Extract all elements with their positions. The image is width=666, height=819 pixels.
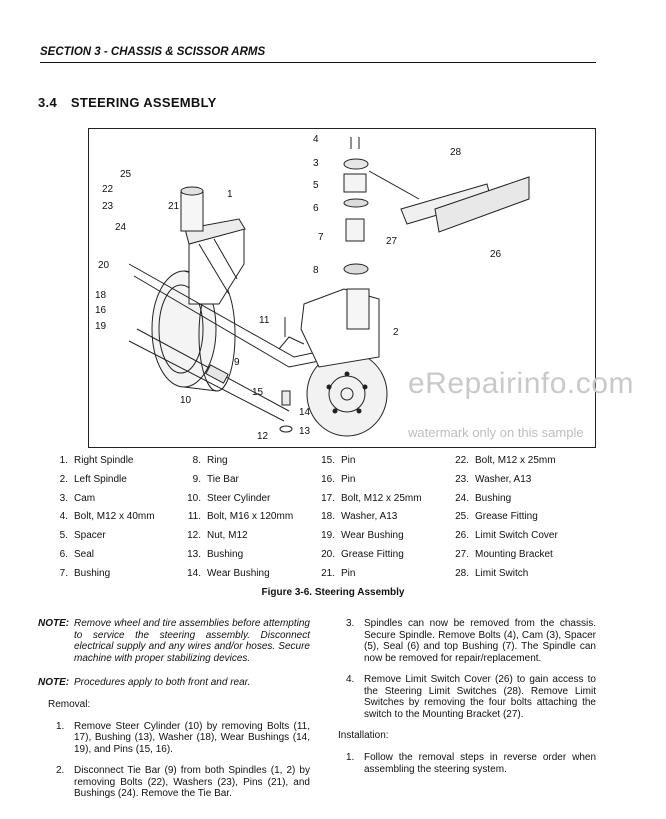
legend-item: 16.Pin — [321, 473, 356, 485]
left-column: NOTE: Remove wheel and tire assemblies b… — [38, 618, 310, 800]
removal-step-4: 4. Remove Limit Switch Cover (26) to gai… — [346, 674, 596, 720]
callout-23: 23 — [102, 201, 114, 212]
callout-5: 5 — [313, 180, 319, 191]
legend-item: 19.Wear Bushing — [321, 530, 404, 542]
removal-step-1: 1. Remove Steer Cylinder (10) by removin… — [56, 720, 310, 755]
callout-11: 11 — [259, 315, 270, 326]
legend-item: 8.Ring — [192, 455, 228, 466]
legend-item: 27.Mounting Bracket — [455, 548, 553, 560]
removal-label: Removal: — [48, 698, 91, 710]
legend-item: 5.Spacer — [59, 530, 106, 542]
callout-16: 16 — [95, 305, 107, 316]
callout-20: 20 — [98, 260, 110, 271]
callout-28: 28 — [450, 147, 462, 158]
callout-13: 13 — [299, 426, 311, 437]
figure-caption: Figure 3-6. Steering Assembly — [261, 587, 405, 598]
legend-item: 9.Tie Bar — [192, 473, 239, 485]
legend-column-3: 15.Pin 16.Pin 17.Bolt, M12 x 25mm 18.Was… — [321, 452, 422, 584]
legend-item: 25.Grease Fitting — [455, 511, 538, 523]
legend-column-2: 8.Ring 9.Tie Bar 10.Steer Cylinder 11.Bo… — [187, 452, 293, 584]
watermark: eRepairinfo.com — [408, 367, 634, 400]
callout-9: 9 — [234, 357, 240, 368]
parts-legend: 1.Right Spindle 2.Left Spindle 3.Cam 4.B… — [54, 452, 614, 580]
callout-26: 26 — [490, 249, 502, 260]
callout-7: 7 — [318, 232, 324, 243]
legend-item: 2.Left Spindle — [59, 473, 127, 485]
callout-1: 1 — [227, 189, 233, 200]
callout-8: 8 — [313, 265, 319, 276]
callout-27: 27 — [386, 236, 398, 247]
right-column: 3. Spindles can now be removed from the … — [338, 618, 596, 775]
legend-item: 26.Limit Switch Cover — [455, 530, 558, 542]
legend-item: 4.Bolt, M12 x 40mm — [59, 511, 155, 523]
installation-step-1: 1. Follow the removal steps in reverse o… — [346, 752, 596, 775]
installation-label: Installation: — [338, 730, 389, 741]
callout-19: 19 — [95, 321, 107, 332]
legend-item: 15.Pin — [321, 455, 356, 466]
heading-title: STEERING ASSEMBLY — [70, 95, 217, 110]
legend-item: 21.Pin — [321, 567, 356, 579]
note-remove-wheels: NOTE: Remove wheel and tire assemblies b… — [38, 618, 310, 664]
legend-column-4: 22.Bolt, M12 x 25mm 23.Washer, A13 24.Bu… — [455, 452, 558, 584]
callout-6: 6 — [313, 203, 319, 214]
legend-item: 3.Cam — [59, 492, 96, 504]
legend-item: 24.Bushing — [455, 492, 512, 504]
callout-14: 14 — [299, 407, 311, 418]
legend-item: 22.Bolt, M12 x 25mm — [455, 455, 556, 466]
removal-step-2: 2. Disconnect Tie Bar (9) from both Spin… — [56, 765, 310, 799]
legend-item: 12.Nut, M12 — [187, 530, 248, 542]
steering-assembly-figure: 4 3 5 6 7 8 28 27 26 1 2 25 22 23 21 24 … — [88, 128, 596, 448]
callout-12: 12 — [257, 431, 269, 442]
legend-item: 11.Bolt, M16 x 120mm — [187, 511, 294, 523]
note-both-ends: NOTE: Procedures apply to both front and… — [38, 677, 251, 688]
callout-21: 21 — [168, 201, 180, 212]
legend-item: 20.Grease Fitting — [321, 548, 404, 560]
callout-22: 22 — [102, 184, 114, 195]
callout-10: 10 — [180, 395, 192, 406]
legend-column-1: 1.Right Spindle 2.Left Spindle 3.Cam 4.B… — [54, 452, 155, 584]
callout-4: 4 — [313, 134, 319, 145]
legend-item: 23.Washer, A13 — [455, 473, 532, 485]
callout-24: 24 — [115, 222, 127, 233]
heading-number: 3.4 — [38, 95, 57, 110]
steering-assembly-drawing — [128, 137, 530, 437]
legend-item: 14.Wear Bushing — [187, 567, 270, 579]
legend-item: 6.Seal — [59, 548, 95, 560]
callout-3: 3 — [313, 158, 319, 169]
removal-step-3: 3. Spindles can now be removed from the … — [346, 618, 596, 664]
callout-25: 25 — [120, 169, 132, 180]
legend-item: 17.Bolt, M12 x 25mm — [321, 492, 422, 504]
callout-2: 2 — [393, 327, 399, 338]
callout-18: 18 — [95, 290, 107, 301]
legend-item: 1.Right Spindle — [59, 455, 134, 466]
section-heading: 3.4 STEERING ASSEMBLY — [38, 95, 217, 110]
section-header: SECTION 3 - CHASSIS & SCISSOR ARMS — [40, 46, 596, 63]
legend-item: 10.Steer Cylinder — [187, 492, 271, 504]
legend-item: 18.Washer, A13 — [321, 511, 398, 523]
legend-item: 7.Bushing — [59, 567, 111, 579]
legend-item: 13.Bushing — [187, 548, 244, 560]
watermark-note: watermark only on this sample — [408, 425, 584, 440]
legend-item: 28.Limit Switch — [455, 567, 529, 579]
callout-15: 15 — [252, 387, 264, 398]
